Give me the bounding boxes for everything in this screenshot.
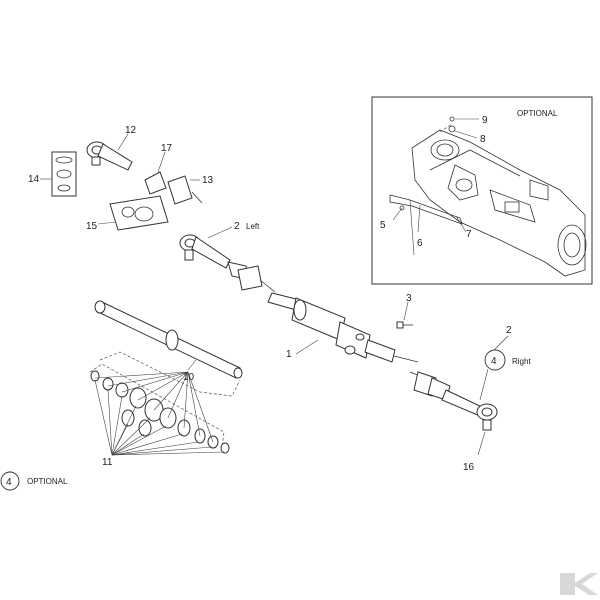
inset-bracket <box>389 194 467 256</box>
callout-17: 17 <box>161 143 173 154</box>
legend: 4 OPTIONAL <box>0 471 68 491</box>
callout-3: 3 <box>406 293 412 304</box>
seal-kit-15 <box>97 195 169 231</box>
callout-2-right: 2 <box>506 325 512 336</box>
bolt-3 <box>396 301 413 329</box>
steering-cylinder-1 <box>267 292 419 363</box>
callout-7: 7 <box>466 229 472 240</box>
inset-frame <box>371 96 593 285</box>
callout-15: 15 <box>86 221 98 232</box>
optional-inset: OPTIONAL <box>371 96 593 285</box>
callout-6: 6 <box>417 238 423 249</box>
left-label: Left <box>246 222 260 231</box>
seal-set-11 <box>89 363 230 456</box>
right-label: Right <box>512 357 531 366</box>
callout-13: 13 <box>202 175 214 186</box>
option-circle <box>484 349 506 371</box>
callout-1: 1 <box>286 349 292 360</box>
legend-circle <box>0 471 20 491</box>
callout-16: 16 <box>463 462 475 473</box>
inset-optional-label: OPTIONAL <box>517 109 558 118</box>
callout-12: 12 <box>125 125 137 136</box>
axle-housing <box>411 123 587 277</box>
seal-kit-14 <box>40 151 77 197</box>
inset-bolts <box>448 116 479 139</box>
brand-logo <box>560 573 598 595</box>
callout-5: 5 <box>380 220 386 231</box>
callout-14: 14 <box>28 174 40 185</box>
legend-circle-number: 4 <box>6 477 12 488</box>
callout-9: 9 <box>482 115 488 126</box>
callout-11: 11 <box>102 457 113 468</box>
callout-8: 8 <box>480 134 486 145</box>
shaft-10 <box>94 300 243 397</box>
tie-rod-right <box>409 335 509 456</box>
legend-optional-label: OPTIONAL <box>27 477 68 486</box>
inner-joint-13 <box>167 175 203 205</box>
callout-2-left: 2 <box>234 221 240 232</box>
joint-17 <box>144 151 167 195</box>
tie-rod-end-12 <box>86 133 133 171</box>
tie-rod-left <box>179 226 276 293</box>
option-circle-number: 4 <box>491 356 497 367</box>
